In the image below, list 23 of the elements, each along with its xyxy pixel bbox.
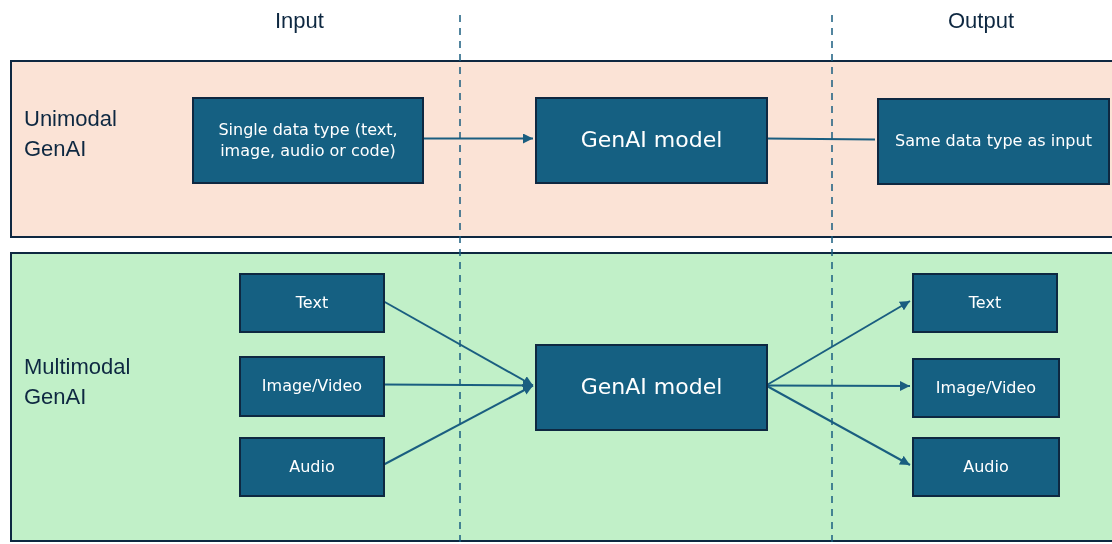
process-box: Text <box>912 273 1058 333</box>
process-box: Image/Video <box>912 358 1060 418</box>
process-box: Single data type (text, image, audio or code) <box>192 97 424 184</box>
column-heading: Output <box>948 8 1015 34</box>
process-box: GenAI model <box>535 344 768 431</box>
group-label: Unimodal GenAI <box>24 105 118 163</box>
connector-line <box>765 137 876 141</box>
group-label: Multimodal GenAI <box>24 353 132 411</box>
arrow <box>765 384 911 466</box>
process-box: Image/Video <box>239 356 385 417</box>
process-box: Same data type as input <box>877 98 1110 185</box>
column-heading: Input <box>275 8 324 34</box>
arrow <box>421 133 534 144</box>
arrow <box>765 300 911 387</box>
process-box: Text <box>239 273 385 333</box>
process-box: GenAI model <box>535 97 768 184</box>
arrow <box>382 384 534 466</box>
process-box: Audio <box>912 437 1060 497</box>
process-box: Audio <box>239 437 385 497</box>
arrow <box>765 380 911 391</box>
group-panel <box>10 252 1112 542</box>
arrow <box>382 300 534 387</box>
group-panel <box>10 60 1112 238</box>
